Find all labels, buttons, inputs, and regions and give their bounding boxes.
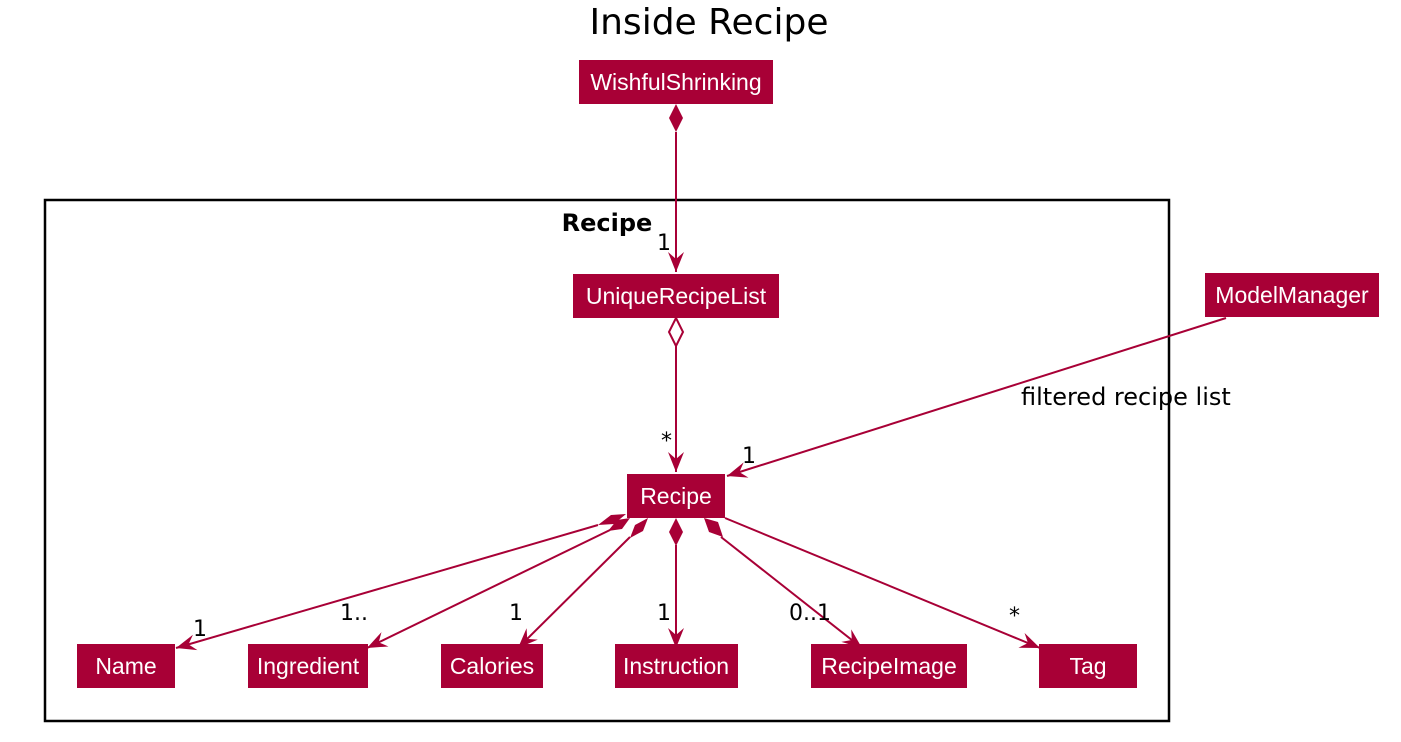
multiplicity-label: 1 [193,617,207,642]
edges [175,132,1227,651]
multiplicity-label: 1 [742,444,756,469]
aggregation-diamond-icon [667,315,685,349]
class-label: Instruction [623,653,729,679]
class-label: ModelManager [1215,282,1369,308]
composition-diamond-icon [704,518,723,537]
class-tag[interactable]: Tag [1039,644,1137,688]
class-recipeimage[interactable]: RecipeImage [811,644,967,688]
composition-diamond-icon [669,104,683,132]
class-label: WishfulShrinking [590,69,761,95]
class-uniquerecipelist[interactable]: UniqueRecipeList [573,274,779,318]
class-instruction[interactable]: Instruction [615,644,738,688]
composition-diamond-icon [608,518,630,531]
edge-recipe-calories [517,536,631,649]
multiplicity-label: 1 [657,601,671,626]
class-label: UniqueRecipeList [586,283,767,309]
composition-diamond-icon [630,518,648,538]
class-name[interactable]: Name [77,644,175,688]
class-wishfulshrinking[interactable]: WishfulShrinking [579,60,773,104]
multiplicity-label: * [661,429,672,454]
class-label: Name [95,653,156,679]
edge-recipe-tag [724,517,1041,649]
class-recipe[interactable]: Recipe [627,474,725,518]
association-label: filtered recipe list [1021,383,1231,411]
package-frame-recipe [43,198,1171,723]
diagram-title: Inside Recipe [590,2,829,43]
edge-model-recipe [726,317,1227,478]
multiplicity-label: 1 [509,601,523,626]
multiplicity-label: * [1009,604,1020,629]
edge-recipe-name [175,524,599,651]
edge-annotations: 1 * 1 filtered recipe list 1 1.. 1 1 0..… [193,231,1231,642]
classes: WishfulShrinking UniqueRecipeList ModelM… [77,60,1379,688]
package-label: Recipe [562,209,653,237]
class-modelmanager[interactable]: ModelManager [1205,273,1379,317]
multiplicity-label: 0..1 [789,601,831,626]
composition-diamond-icon [598,514,626,525]
class-label: Calories [450,653,534,679]
multiplicity-label: 1 [657,231,671,256]
multiplicity-label: 1.. [340,601,368,626]
edge-recipe-ingredient [366,529,611,649]
composition-diamond-icon [669,518,683,546]
class-label: Recipe [640,483,712,509]
diamonds [598,104,723,546]
edge-recipe-image [720,536,863,649]
class-ingredient[interactable]: Ingredient [248,644,368,688]
class-label: Ingredient [257,653,360,679]
class-label: RecipeImage [821,653,957,679]
class-label: Tag [1069,653,1106,679]
class-calories[interactable]: Calories [441,644,543,688]
